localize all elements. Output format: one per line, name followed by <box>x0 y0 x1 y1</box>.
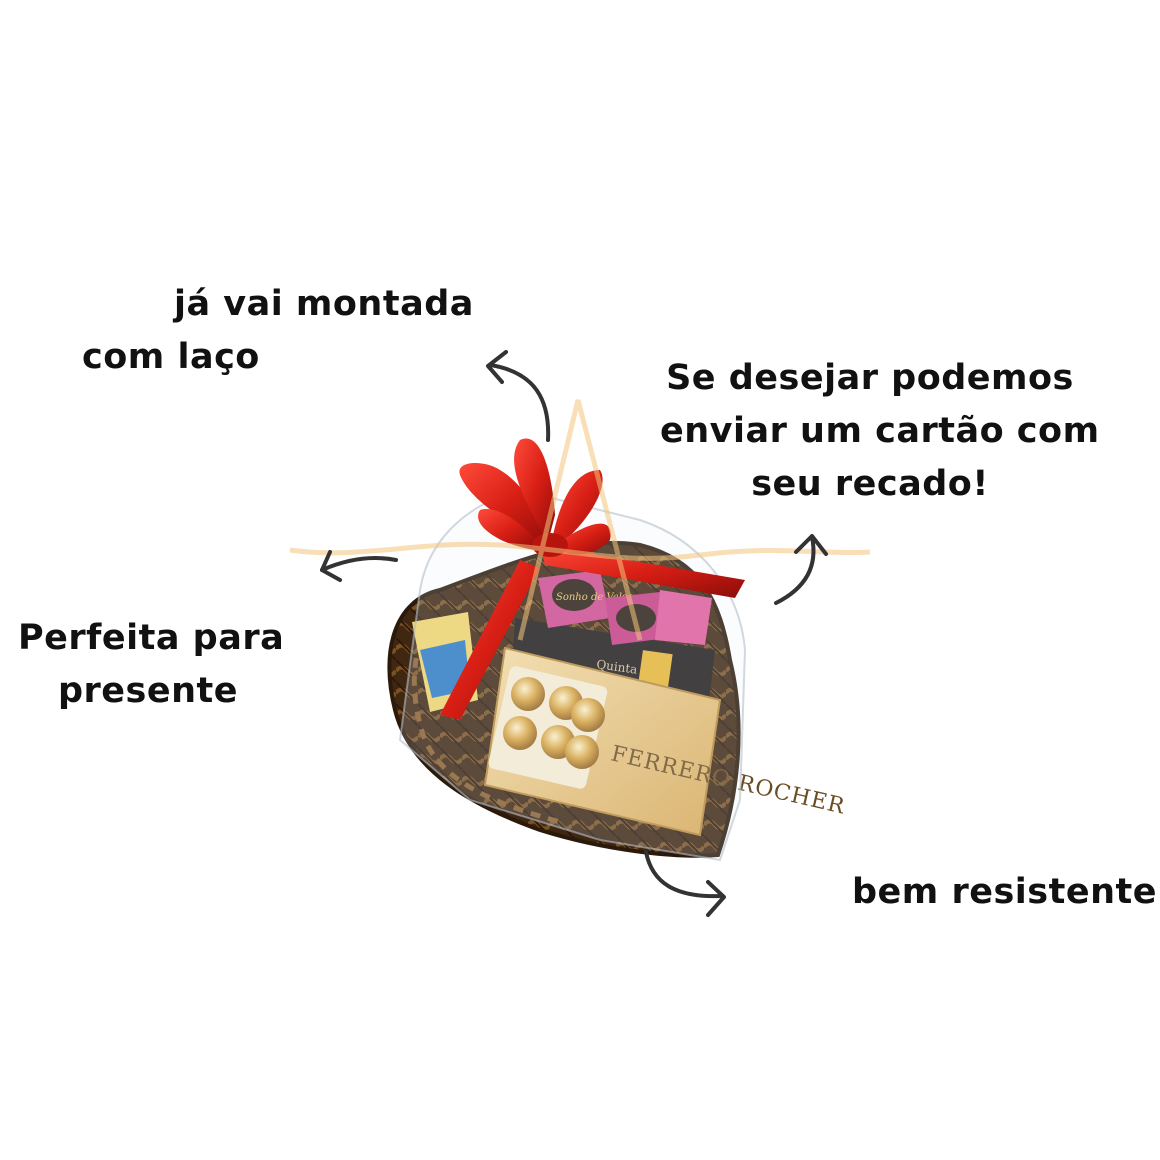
ribbon-bow <box>440 438 745 720</box>
callout-assembled: já vai montada com laço <box>82 278 474 384</box>
callout-card: Se desejar podemos enviar um cartão com … <box>660 352 1100 511</box>
curved-arrow-icon <box>320 556 398 572</box>
curved-arrow-icon <box>644 850 724 899</box>
callout-gift: Perfeita para presente <box>18 612 285 718</box>
candy-label: Sonho de Valsa <box>556 592 633 603</box>
curved-arrow-icon <box>488 363 551 442</box>
arrow-to-gift <box>320 550 398 582</box>
curved-arrow-icon <box>774 535 816 605</box>
chocolate-box: FERRERO ROCHER <box>483 646 848 837</box>
arrow-to-card <box>774 534 828 605</box>
callout-sturdy-line1: bem resistente <box>852 872 1157 912</box>
callout-card-line1: Se desejar podemos <box>666 358 1074 398</box>
callout-card-line2: enviar um cartão com <box>660 411 1100 451</box>
callout-assembled-line1: já vai montada <box>174 284 474 324</box>
callout-gift-line2: presente <box>57 671 238 711</box>
callout-card-line3: seu recado! <box>751 464 989 504</box>
callout-assembled-line2: com laço <box>82 337 260 377</box>
callout-gift-line1: Perfeita para <box>18 618 285 658</box>
arrow-to-bow <box>486 350 551 442</box>
callout-sturdy: bem resistente <box>852 866 1157 919</box>
arrow-to-sturdy <box>644 850 726 917</box>
watermark-logo <box>289 399 871 641</box>
